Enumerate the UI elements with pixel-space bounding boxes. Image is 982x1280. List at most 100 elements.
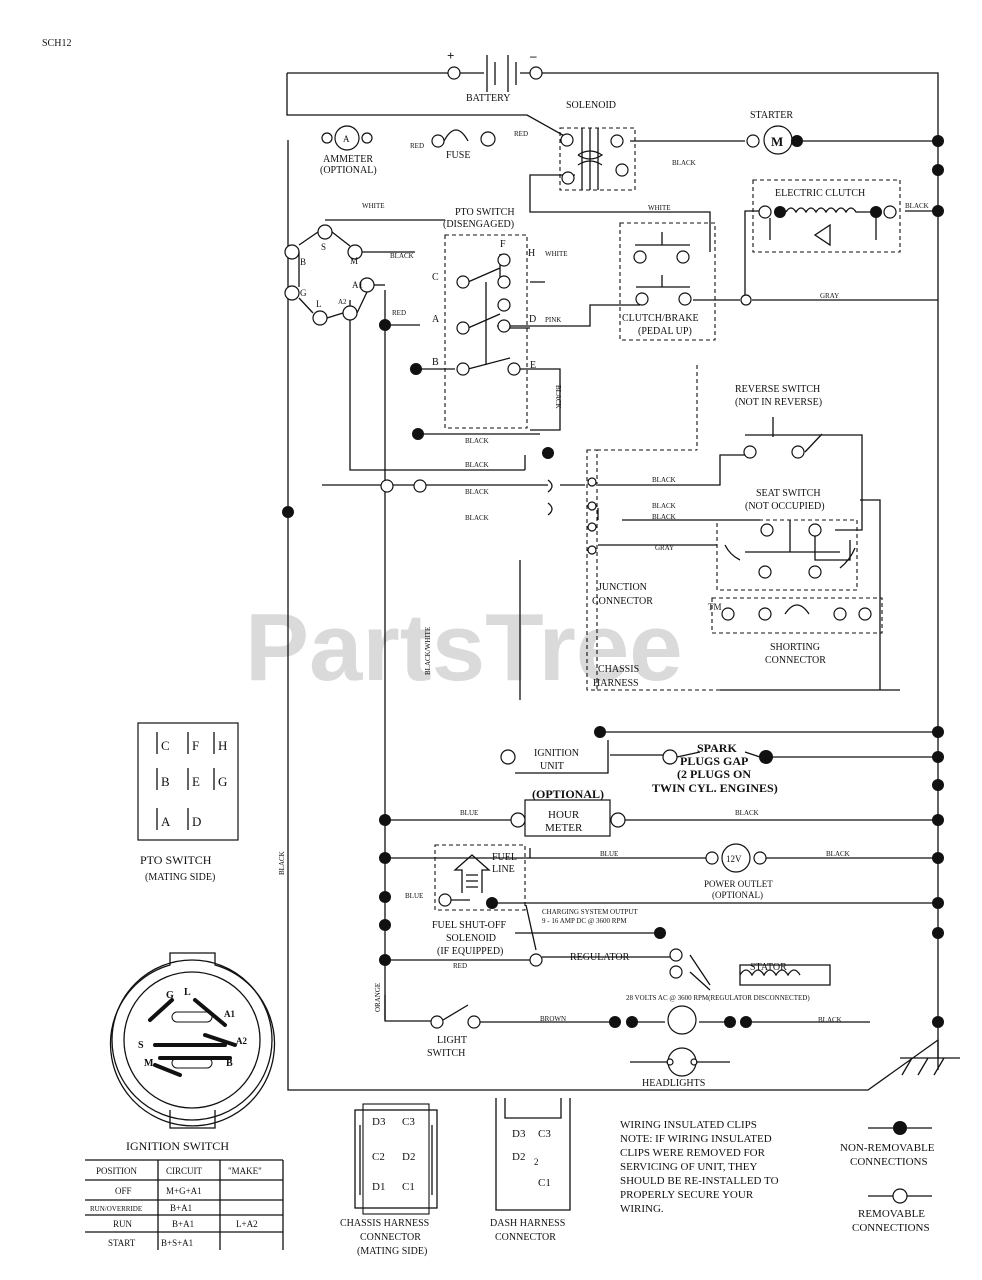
spark-plugs-l4: TWIN CYL. ENGINES): [652, 781, 778, 795]
dash-connector-l1: DASH HARNESS: [490, 1218, 565, 1229]
battery-positive-terminal: [447, 66, 461, 80]
note-l1: WIRING INSULATED CLIPS: [620, 1119, 757, 1131]
wire-black-4: BLACK: [465, 437, 489, 445]
ignition-unit-l2: UNIT: [540, 761, 564, 772]
chassis-connector-l1: CHASSIS HARNESS: [340, 1218, 429, 1229]
seat-switch-state: (NOT OCCUPIED): [745, 501, 825, 512]
seat-switch-contacts: [724, 520, 856, 579]
chassis-connector-l3: (MATING SIDE): [357, 1246, 427, 1257]
hour-meter-box: [524, 799, 611, 837]
stator-note: 28 VOLTS AC @ 3600 RPM(REGULATOR DISCONN…: [626, 994, 810, 1002]
wire-red-2: RED: [453, 962, 467, 970]
wire-black-6: BLACK: [465, 488, 489, 496]
fuse-label: FUSE: [446, 150, 470, 161]
headlights-symbol: [630, 1005, 730, 1077]
reverse-switch-state: (NOT IN REVERSE): [735, 397, 822, 408]
hour-meter-l2: METER: [545, 822, 583, 834]
legend-non-removable-l1: NON-REMOVABLE: [840, 1142, 935, 1154]
note-l6: PROPERLY SECURE YOUR: [620, 1189, 754, 1201]
wire-black-vert: BLACK: [554, 385, 562, 409]
shorting-connector-l1: SHORTING: [770, 642, 820, 653]
ign-r0-pos: OFF: [115, 1186, 132, 1196]
ign-r2-make: L+A2: [236, 1219, 258, 1229]
ign-face-a1: A1: [224, 1009, 235, 1019]
legend-removable-symbol: [868, 1188, 932, 1204]
wire-brown: BROWN: [540, 1015, 566, 1023]
ign-face-a2: A2: [236, 1036, 247, 1046]
ignition-switch-face: [109, 952, 276, 1129]
starter-symbol: M: [771, 134, 783, 149]
pto-mating-pins: [156, 732, 215, 830]
chassis-pin-d1: D1: [372, 1181, 385, 1193]
pto-switch-contacts: [456, 253, 521, 376]
shorting-connector-pins: [721, 604, 872, 621]
electric-clutch-label: ELECTRIC CLUTCH: [775, 188, 865, 199]
wire-white-1: WHITE: [362, 202, 385, 210]
wire-gray-1: GRAY: [820, 292, 839, 300]
wire-red-1: RED: [392, 309, 406, 317]
ign-r1-circuit: B+A1: [170, 1203, 192, 1213]
ign-face-g: G: [166, 990, 174, 1001]
legend-removable-l2: CONNECTIONS: [852, 1222, 930, 1234]
battery-minus: –: [529, 48, 537, 63]
pto-mating-title: PTO SWITCH: [140, 853, 212, 867]
junction-dots: [282, 135, 944, 1028]
headlights-label: HEADLIGHTS: [642, 1078, 705, 1089]
watermark-tm: TM: [708, 602, 722, 612]
note-l5: SHOULD BE RE-INSTALLED TO: [620, 1175, 779, 1187]
ign-th-position: POSITION: [96, 1166, 138, 1176]
watermark: PartsTree: [245, 594, 683, 701]
wire-black-11: BLACK: [735, 809, 759, 817]
ammeter-label: AMMETER: [323, 154, 373, 165]
ign-r3-pos: START: [108, 1238, 136, 1248]
spark-plugs-l1: SPARK: [697, 741, 737, 755]
ign-face-l: L: [184, 987, 191, 998]
ign-r1-pos: RUN/OVERRIDE: [90, 1205, 142, 1213]
legend-non-removable-l2: CONNECTIONS: [850, 1156, 928, 1168]
pto-cell-f: F: [192, 738, 199, 753]
fuse-red-wire-2: RED: [514, 130, 528, 138]
dash-connector-body: [495, 1098, 571, 1211]
pto-switch-label: PTO SWITCH: [455, 207, 515, 218]
wire-orange: ORANGE: [374, 983, 382, 1012]
legend-non-removable-symbol: [868, 1121, 932, 1135]
ign-r2-circuit: B+A1: [172, 1219, 194, 1229]
pto-cell-c: C: [161, 738, 170, 753]
ammeter-symbol: A: [343, 134, 350, 144]
battery-negative-terminal: [529, 66, 543, 80]
light-switch-l1: LIGHT: [437, 1035, 467, 1046]
chassis-pin-c1: C1: [402, 1181, 415, 1193]
wire-black-7: BLACK: [465, 514, 489, 522]
ign-r3-circuit: B+S+A1: [161, 1238, 193, 1248]
fuse-red-wire: RED: [410, 142, 424, 150]
note-l2: NOTE: IF WIRING INSULATED: [620, 1133, 772, 1145]
wire-blue-3: BLUE: [405, 892, 423, 900]
power-outlet: [721, 843, 751, 873]
spark-plugs-l2: PLUGS GAP: [680, 754, 748, 768]
chassis-pin-c3: C3: [402, 1116, 415, 1128]
fuel-line-l1: FUEL: [492, 852, 517, 863]
ignition-switch-title: IGNITION SWITCH: [126, 1139, 229, 1153]
ign-r0-circuit: M+G+A1: [166, 1186, 202, 1196]
ign-term-a2: A2: [338, 298, 347, 306]
note-l7: WIRING.: [620, 1203, 664, 1215]
pto-cell-g: G: [218, 774, 227, 789]
dash-pin-2: 2: [534, 1157, 539, 1167]
ign-term-l: L: [316, 299, 322, 309]
wire-black-9: BLACK: [652, 502, 676, 510]
pto-pin-f: F: [500, 239, 506, 250]
ign-th-make: "MAKE": [228, 1166, 262, 1176]
chassis-harness-l1: CHASSIS: [598, 664, 639, 675]
ign-term-s: S: [321, 242, 326, 252]
pto-pin-h: H: [528, 248, 535, 259]
wire-black-5: BLACK: [465, 461, 489, 469]
electric-clutch-symbol: [758, 205, 897, 247]
fuel-shutoff-symbol: [438, 854, 543, 967]
pto-pin-e: E: [530, 360, 536, 371]
chassis-pin-c2: C2: [372, 1151, 385, 1163]
wire-black-1: BLACK: [390, 252, 414, 260]
dash-pin-c1: C1: [538, 1177, 551, 1189]
battery-label: BATTERY: [466, 93, 510, 104]
fuel-line-l2: LINE: [492, 864, 515, 875]
clutch-brake-state: (PEDAL UP): [638, 326, 692, 337]
